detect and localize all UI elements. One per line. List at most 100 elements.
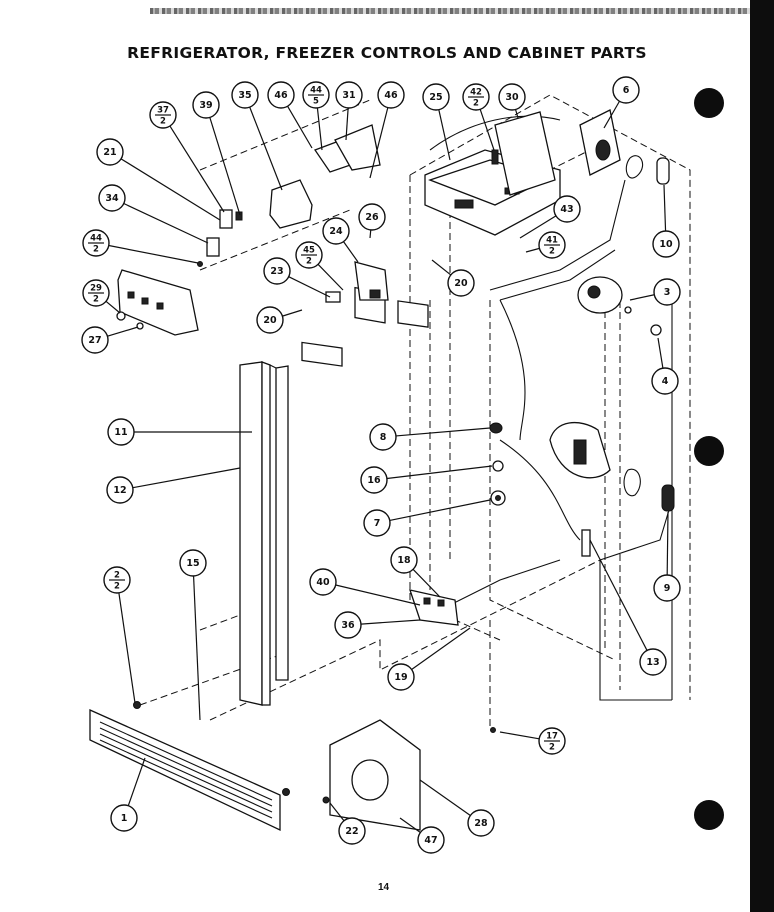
callout-label: 15 — [186, 558, 199, 569]
callout-label: 31 — [342, 90, 355, 101]
callout-circle — [653, 278, 681, 306]
binder-hole-top — [694, 88, 724, 118]
callout-circle — [322, 217, 350, 245]
callout-leader — [412, 568, 441, 598]
callout-leader — [288, 276, 331, 298]
callout-17-2: 172 — [499, 727, 566, 755]
callout-35: 35 — [231, 81, 283, 191]
callout-31: 31 — [335, 81, 363, 141]
callout-46: 46 — [369, 81, 405, 179]
callout-leader — [118, 592, 136, 704]
callout-leader — [335, 584, 421, 606]
callout-20: 20 — [256, 306, 303, 334]
callout-label: 7 — [374, 518, 381, 529]
callout-label: 28 — [474, 818, 488, 829]
callout-leader — [479, 109, 495, 151]
callout-36: 36 — [334, 611, 421, 639]
callout-qty: 2 — [93, 245, 99, 255]
callout-leader — [169, 125, 225, 213]
callout-label: 21 — [103, 147, 116, 158]
callout-circle — [652, 230, 680, 258]
callout-26: 26 — [358, 203, 386, 239]
callout-4: 4 — [651, 337, 679, 395]
callout-label: 44 — [90, 234, 102, 244]
callout-circle — [360, 466, 388, 494]
callout-leader — [525, 247, 540, 253]
callout-leader — [499, 731, 540, 740]
callout-label: 3 — [664, 287, 671, 298]
callout-label: 17 — [546, 732, 558, 742]
callout-40: 40 — [309, 568, 421, 606]
callout-15: 15 — [179, 549, 207, 721]
callout-circle — [447, 269, 475, 297]
callout-leader — [108, 244, 199, 264]
callout-leader — [419, 779, 471, 817]
binder-hole-bottom — [694, 800, 724, 830]
callout-label: 1 — [121, 813, 128, 824]
callout-circle — [467, 809, 495, 837]
callout-label: 40 — [316, 577, 330, 588]
callout-label: 16 — [367, 475, 381, 486]
callout-leader — [399, 817, 421, 833]
callout-circle — [417, 826, 445, 854]
callout-leader — [360, 619, 421, 625]
callout-qty: 2 — [114, 582, 120, 592]
callout-label: 6 — [623, 85, 630, 96]
callout-label: 43 — [560, 204, 573, 215]
callout-42-2: 422 — [462, 83, 495, 151]
callout-label: 11 — [114, 427, 127, 438]
callout-circle — [358, 203, 386, 231]
callout-1: 1 — [110, 757, 146, 832]
callout-leader — [663, 184, 667, 232]
callout-24: 24 — [322, 217, 359, 263]
callout-label: 24 — [329, 226, 343, 237]
callout-9: 9 — [653, 511, 681, 602]
callout-circle — [387, 663, 415, 691]
callout-circle — [256, 306, 284, 334]
callout-39: 39 — [192, 91, 241, 216]
callout-qty: 2 — [473, 99, 479, 109]
callout-circle — [263, 257, 291, 285]
callout-leader — [329, 802, 345, 822]
callout-circle — [369, 423, 397, 451]
scan-dark-edge — [750, 0, 774, 912]
callout-leader — [395, 427, 491, 437]
callout-qty: 5 — [313, 97, 319, 107]
callout-34: 34 — [98, 184, 209, 244]
callout-label: 29 — [90, 284, 102, 294]
callout-circle — [231, 81, 259, 109]
callout-leader — [343, 241, 359, 263]
callout-leader — [282, 309, 303, 317]
callout-label: 46 — [274, 90, 288, 101]
callout-label: 8 — [380, 432, 387, 443]
callout-47: 47 — [399, 817, 445, 854]
callout-3: 3 — [629, 278, 681, 306]
callout-label: 46 — [384, 90, 398, 101]
callout-13: 13 — [589, 539, 667, 676]
callout-leader — [209, 117, 241, 216]
callout-leader — [287, 105, 313, 149]
callout-circle — [338, 817, 366, 845]
callout-label: 4 — [662, 376, 669, 387]
callout-11: 11 — [107, 418, 252, 446]
callout-label: 12 — [113, 485, 126, 496]
page-number: 14 — [378, 882, 390, 893]
callout-leader — [127, 757, 146, 806]
callout-23: 23 — [263, 257, 331, 298]
callout-6: 6 — [603, 76, 640, 129]
callout-circle — [309, 568, 337, 596]
parts — [89, 109, 675, 832]
callout-circle — [107, 418, 135, 446]
callout-label: 42 — [470, 88, 482, 98]
callout-circle — [653, 574, 681, 602]
callout-leader — [369, 107, 389, 179]
callout-46: 46 — [267, 81, 313, 149]
callout-leader — [589, 539, 648, 651]
callout-41-2: 412 — [525, 231, 566, 259]
callout-25: 25 — [422, 83, 451, 161]
callout-leader — [345, 107, 349, 141]
callout-circle — [651, 367, 679, 395]
callout-leader — [389, 499, 491, 521]
